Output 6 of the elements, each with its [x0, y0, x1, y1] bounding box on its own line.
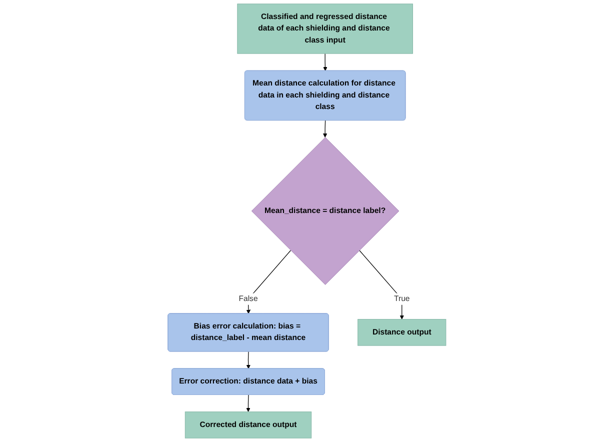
arrow	[322, 53, 327, 72]
arrow	[246, 394, 250, 412]
arrow	[322, 120, 327, 138]
arrow	[246, 250, 291, 314]
arrow	[246, 351, 250, 369]
arrow	[358, 250, 404, 320]
